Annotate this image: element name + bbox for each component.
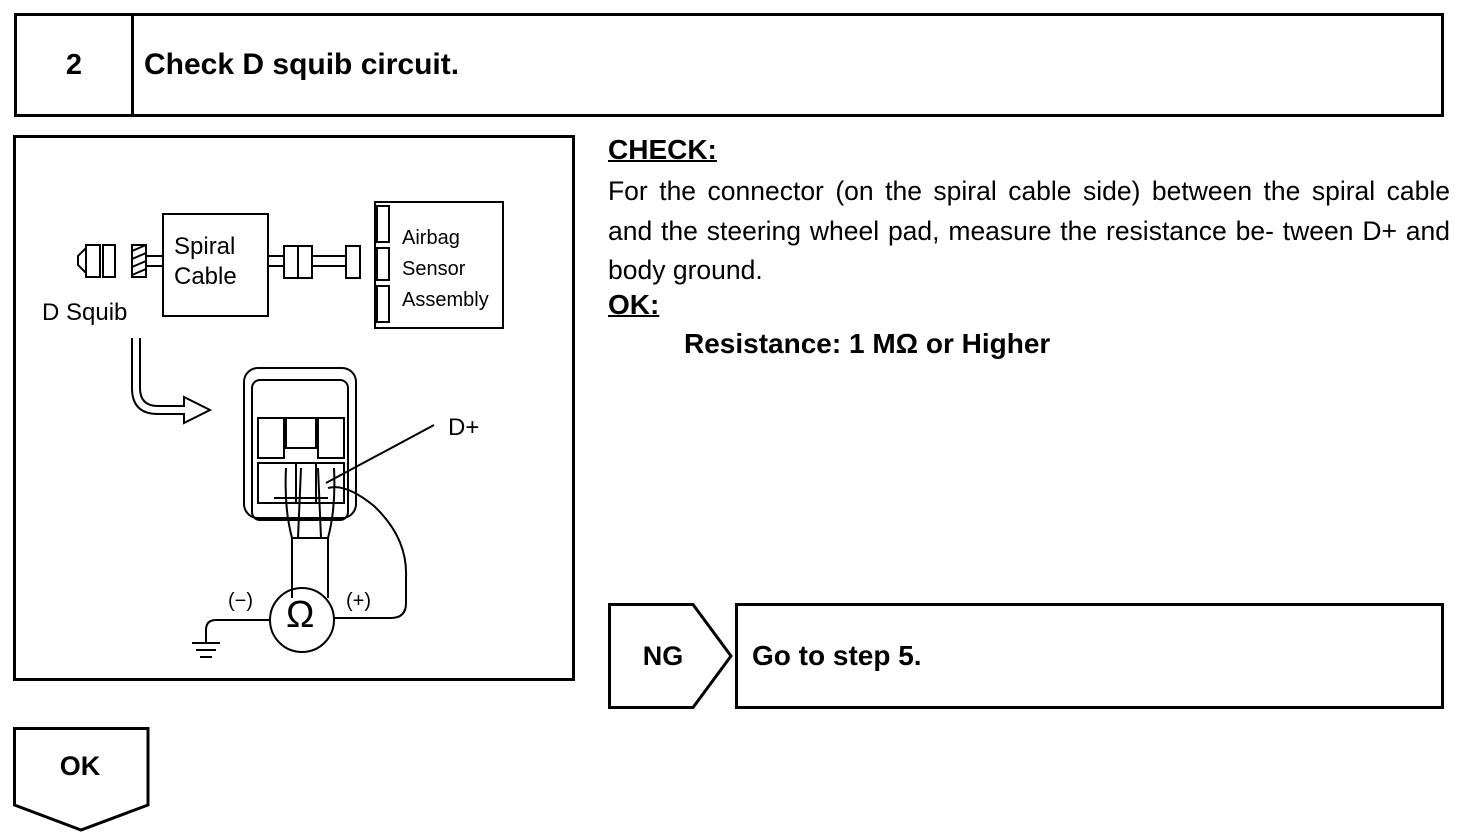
squib-plug-rear (102, 244, 116, 278)
step-header: 2 Check D squib circuit. (14, 13, 1444, 117)
ng-label: NG (642, 640, 684, 671)
airbag-label-3: Assembly (402, 289, 489, 311)
ohm-icon: Ω (286, 594, 315, 636)
ng-arrow-tag (608, 603, 733, 709)
plus-terminal-label: (+) (346, 590, 371, 612)
ng-action: Go to step 5. (735, 603, 1444, 709)
airbag-label-2: Sensor (402, 258, 466, 280)
check-heading: CHECK: (608, 134, 717, 165)
step-number: 2 (17, 16, 134, 114)
minus-terminal-label: (−) (228, 590, 253, 612)
squib-plug-tip (77, 245, 87, 276)
step-title: Check D squib circuit. (144, 48, 460, 81)
d-squib-label: D Squib (42, 299, 128, 326)
spiral-cable-label-2: Cable (174, 263, 237, 290)
circuit-diagram (77, 201, 504, 658)
squib-plug-body (85, 244, 101, 278)
spiral-cable-label-1: Spiral (174, 233, 236, 260)
check-instructions: For the connector (on the spiral cable s… (608, 176, 1450, 285)
ok-heading: OK: (608, 289, 660, 320)
airbag-sensor-box (374, 201, 504, 329)
ok-arrow-tag (13, 727, 150, 832)
ok-label: OK (59, 750, 101, 781)
wiring-figure: Spiral Cable Airbag Sensor Assembly D Sq… (13, 135, 575, 681)
d-plus-label: D+ (448, 414, 480, 441)
airbag-label-1: Airbag (402, 227, 460, 249)
resistance-spec: Resistance: 1 MΩ or Higher (684, 328, 1051, 359)
